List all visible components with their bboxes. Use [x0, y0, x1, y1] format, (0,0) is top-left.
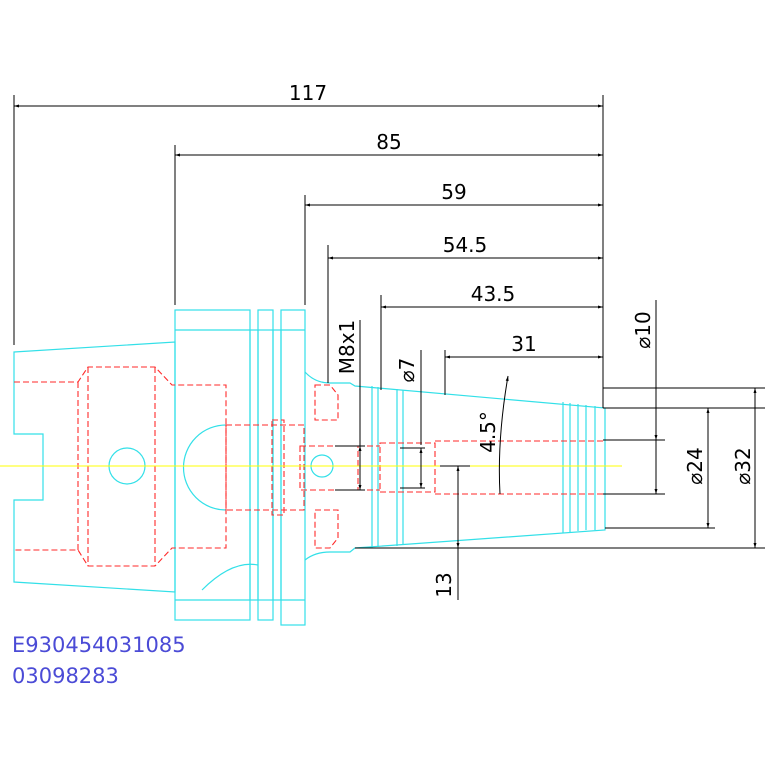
code-line-1: E930454031085 — [12, 633, 186, 657]
dimension-lines — [13, 95, 765, 600]
dim-54-5: 54.5 — [443, 233, 488, 257]
dim-117: 117 — [289, 81, 327, 105]
dim-tip-10: ⌀10 — [631, 311, 655, 349]
dim-43-5: 43.5 — [471, 282, 516, 306]
dim-angle: 4.5° — [476, 411, 500, 453]
dim-bore-7: ⌀7 — [395, 358, 419, 383]
dim-dia-24: ⌀24 — [683, 447, 707, 485]
part-codes: E930454031085 03098283 — [12, 633, 186, 688]
dim-13: 13 — [432, 572, 456, 597]
dimension-texts: 117 85 59 54.5 43.5 31 M8x1 ⌀7 ⌀10 4.5° … — [289, 81, 755, 598]
dim-dia-32: ⌀32 — [731, 447, 755, 485]
holder-outline — [13, 309, 606, 626]
code-line-2: 03098283 — [12, 664, 119, 688]
dim-59: 59 — [441, 180, 466, 204]
dim-thread-m8x1: M8x1 — [335, 320, 359, 375]
dim-31: 31 — [511, 332, 536, 356]
dim-85: 85 — [376, 130, 401, 154]
